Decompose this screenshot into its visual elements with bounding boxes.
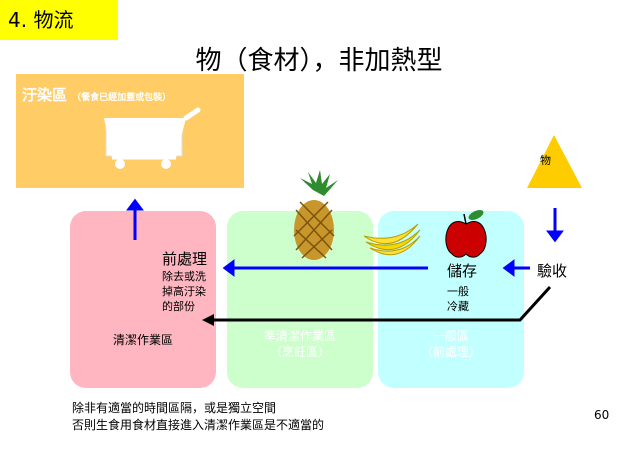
contaminated-area-title: 汙染區	[22, 86, 68, 104]
raw-food-direct-path	[212, 285, 552, 322]
page-number: 60	[594, 408, 610, 422]
semi-clean-zone-label: 準清潔作業區 （烹飪區）	[227, 328, 373, 360]
contaminated-area-label: 汙染區 （餐食已經加蓋或包裝）	[22, 84, 171, 105]
storage-label: 儲存	[447, 262, 478, 280]
storage-step: 儲存 一般 冷藏	[447, 260, 477, 314]
clean-zone-label: 清潔作業區	[112, 333, 173, 347]
contaminated-area: 汙染區 （餐食已經加蓋或包裝）	[16, 74, 244, 188]
shopping-cart-icon	[104, 107, 201, 169]
source-triangle	[527, 135, 582, 188]
page-title: 物（食材），非加熱型	[195, 46, 443, 76]
inspection-label: 驗收	[537, 262, 568, 280]
general-zone-label: 一般區 （前處理）	[378, 328, 524, 360]
banana-icon	[363, 223, 421, 256]
source-label-text: 物	[540, 154, 551, 167]
semi-clean-zone-line1: 準清潔作業區	[263, 329, 336, 343]
footer-note: 除非有適當的時間區隔，或是獨立空間 否則生食用食材直接進入清潔作業區是不適當的	[72, 400, 324, 434]
apple-icon	[445, 210, 487, 258]
general-zone-line1: 一般區	[432, 329, 469, 343]
preprocessing-detail-2: 掉高汙染	[162, 285, 206, 298]
preprocessing-label: 前處理	[162, 250, 208, 268]
preprocessing-detail-3: 的部份	[162, 300, 195, 313]
raw-food-direct-arrowhead	[202, 314, 214, 326]
storage-detail-2: 冷藏	[447, 300, 469, 313]
contaminated-area-subtitle: （餐食已經加蓋或包裝）	[72, 93, 172, 103]
semi-clean-zone-line2: （烹飪區）	[269, 345, 330, 359]
general-zone-line2: （前處理）	[420, 345, 481, 359]
pineapple-icon	[293, 170, 338, 260]
section-tag: 4. 物流	[0, 0, 118, 40]
storage-detail-1: 一般	[447, 285, 469, 298]
preprocessing-step: 前處理 除去或洗 掉高汙染 的部份	[162, 248, 207, 314]
clean-zone	[70, 211, 216, 388]
footer-note-line1: 除非有適當的時間區隔，或是獨立空間	[72, 401, 277, 415]
preprocessing-detail-1: 除去或洗	[162, 270, 206, 283]
footer-note-line2: 否則生食用食材直接進入清潔作業區是不適當的	[72, 418, 325, 432]
